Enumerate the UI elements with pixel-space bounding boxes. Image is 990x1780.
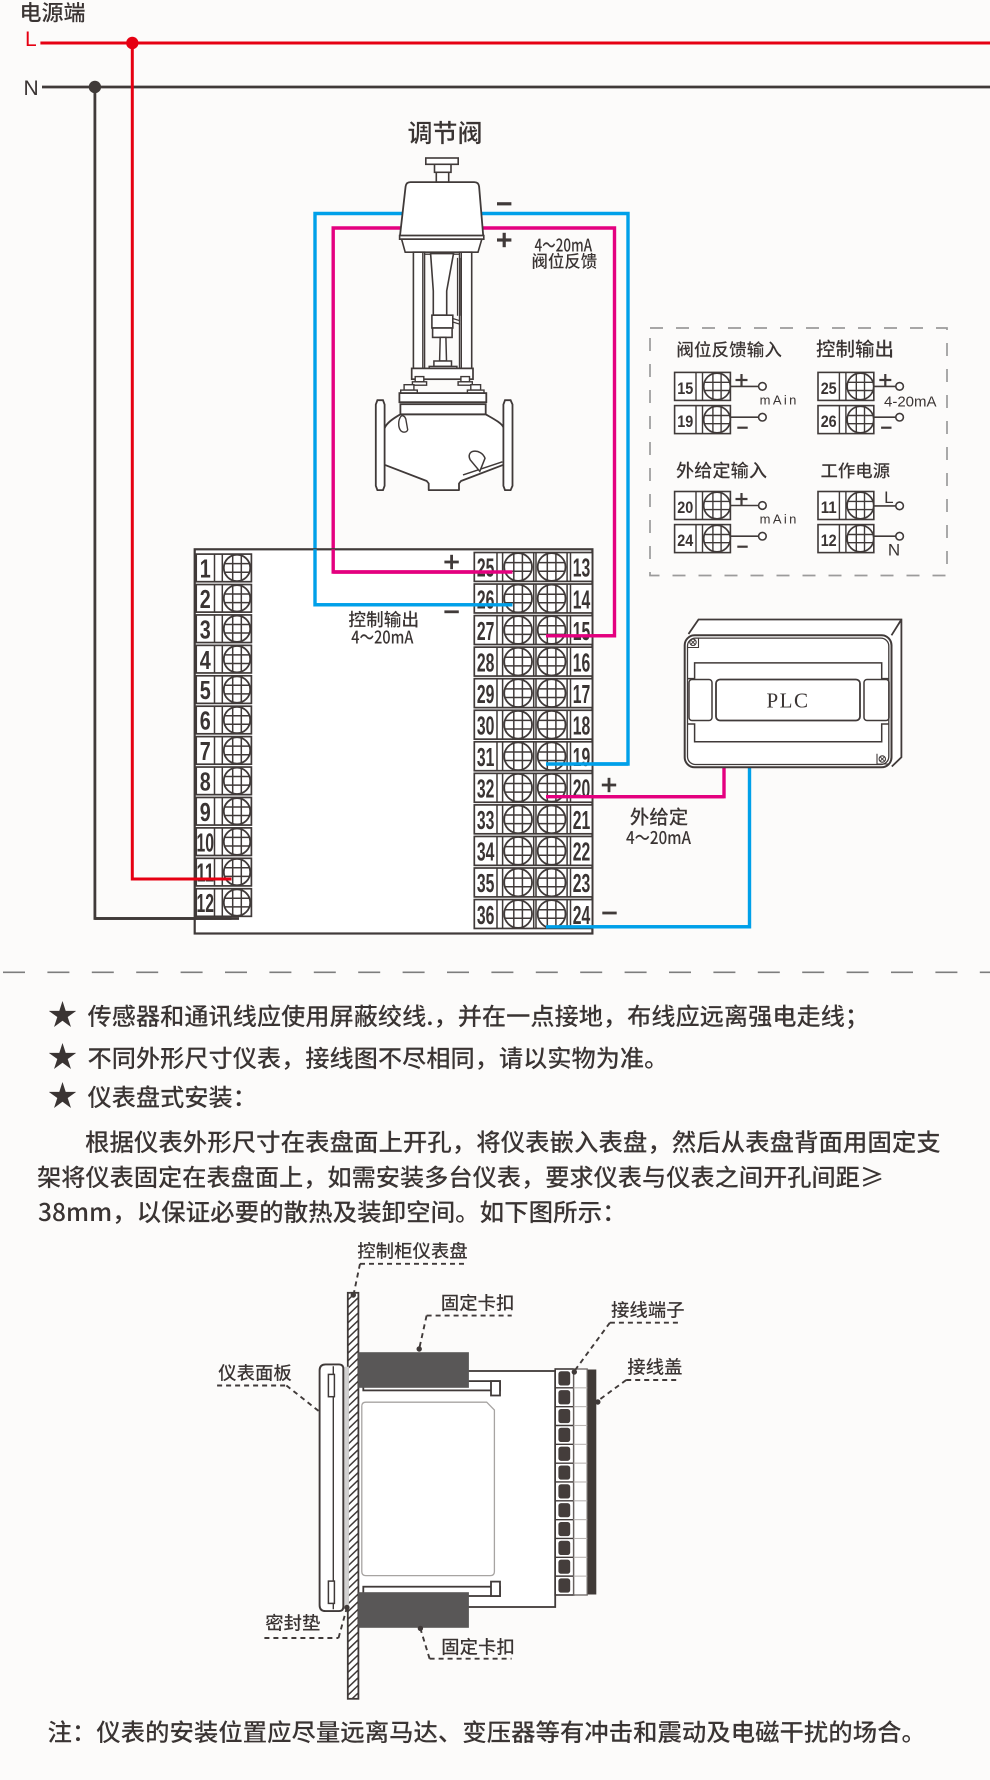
svg-text:28: 28 [477, 647, 495, 677]
svg-text:L: L [884, 488, 893, 507]
svg-text:22: 22 [573, 837, 591, 867]
svg-text:14: 14 [573, 584, 591, 614]
svg-text:8: 8 [200, 766, 211, 796]
svg-text:21: 21 [573, 805, 591, 835]
svg-text:11: 11 [197, 858, 215, 888]
svg-text:29: 29 [477, 679, 495, 709]
svg-text:N: N [24, 77, 39, 100]
svg-text:5: 5 [200, 675, 211, 705]
svg-text:30: 30 [477, 710, 495, 740]
svg-text:13: 13 [573, 553, 591, 583]
svg-text:20: 20 [573, 774, 591, 804]
svg-text:9: 9 [200, 797, 211, 827]
svg-text:26: 26 [477, 584, 495, 614]
svg-text:19: 19 [573, 742, 591, 772]
svg-text:26: 26 [821, 412, 837, 431]
svg-text:27: 27 [477, 616, 495, 646]
svg-text:25: 25 [821, 379, 837, 398]
svg-text:18: 18 [573, 710, 591, 740]
svg-text:12: 12 [821, 531, 837, 550]
svg-text:32: 32 [477, 774, 495, 804]
svg-text:7: 7 [200, 736, 211, 766]
svg-text:mAin: mAin [760, 393, 799, 408]
svg-text:11: 11 [821, 498, 837, 517]
svg-text:20: 20 [677, 498, 693, 517]
svg-text:23: 23 [573, 868, 591, 898]
svg-text:17: 17 [573, 679, 591, 709]
svg-text:3: 3 [200, 614, 211, 644]
svg-text:mAin: mAin [760, 512, 799, 527]
svg-text:1: 1 [200, 554, 211, 584]
svg-text:25: 25 [477, 553, 495, 583]
svg-text:PLC: PLC [766, 689, 809, 713]
svg-text:10: 10 [197, 827, 215, 857]
svg-text:N: N [888, 541, 900, 560]
svg-text:15: 15 [573, 616, 591, 646]
svg-text:19: 19 [677, 412, 693, 431]
svg-text:16: 16 [573, 647, 591, 677]
svg-text:35: 35 [477, 868, 495, 898]
svg-text:4: 4 [200, 645, 211, 675]
svg-text:33: 33 [477, 805, 495, 835]
svg-text:31: 31 [477, 742, 495, 772]
svg-text:15: 15 [677, 379, 693, 398]
svg-text:36: 36 [477, 900, 495, 930]
svg-text:L: L [25, 28, 37, 51]
svg-text:6: 6 [200, 706, 211, 736]
svg-text:12: 12 [197, 888, 215, 918]
svg-text:2: 2 [200, 584, 211, 614]
svg-text:24: 24 [573, 900, 591, 930]
svg-text:4-20mA: 4-20mA [884, 394, 937, 411]
svg-text:24: 24 [677, 531, 693, 550]
svg-text:34: 34 [477, 837, 495, 867]
